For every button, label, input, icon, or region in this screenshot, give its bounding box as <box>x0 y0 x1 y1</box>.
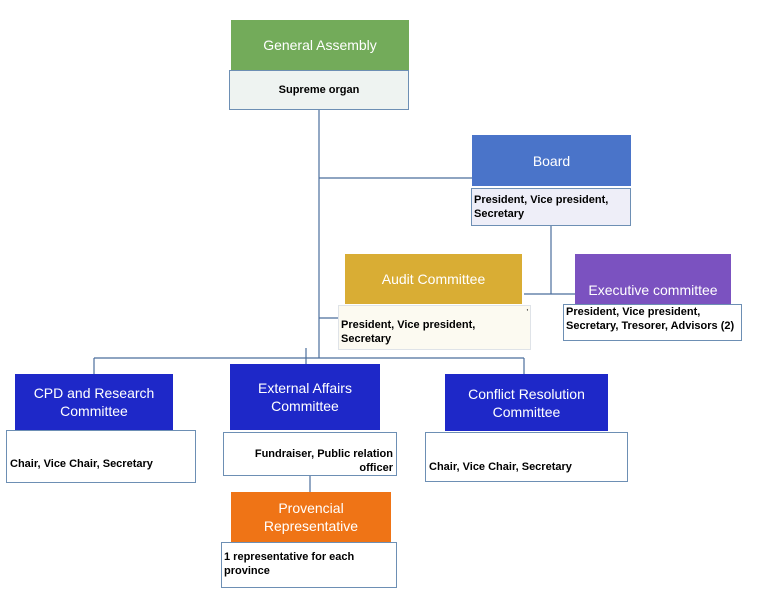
cpd-committee-detail: Chair, Vice Chair, Secretary <box>10 458 153 470</box>
provencial-representative-detail-box: 1 representative for each province <box>221 542 397 588</box>
conflict-resolution-header: Conflict Resolution Committee <box>445 374 608 431</box>
executive-committee-title: Executive committee <box>588 282 718 298</box>
executive-committee-detail: President, Vice president, Secretary, Tr… <box>566 306 735 332</box>
conflict-resolution-detail: Chair, Vice Chair, Secretary <box>429 461 572 473</box>
provencial-representative-title: Provencial Representative <box>263 500 359 534</box>
executive-committee-header: Executive committee <box>575 254 731 304</box>
cpd-committee-detail-box: Chair, Vice Chair, Secretary <box>6 430 196 483</box>
external-affairs-title: External Affairs Committee <box>258 380 352 414</box>
audit-committee-marker: ' <box>526 308 528 317</box>
cpd-committee-title: CPD and Research Committee <box>33 385 155 419</box>
general-assembly-header: General Assembly <box>231 20 409 70</box>
general-assembly-title: General Assembly <box>263 37 377 53</box>
conflict-resolution-title: Conflict Resolution Committee <box>468 385 585 420</box>
external-affairs-detail-box: Fundraiser, Public relation officer <box>223 432 397 476</box>
provencial-representative-header: Provencial Representative <box>231 492 391 542</box>
board-header: Board <box>472 135 631 186</box>
audit-committee-detail-box: President, Vice president, Secretary ' <box>338 305 531 350</box>
audit-committee-header: Audit Committee <box>345 254 522 304</box>
audit-committee-title: Audit Committee <box>381 271 486 287</box>
executive-committee-detail-box: President, Vice president, Secretary, Tr… <box>563 304 742 341</box>
external-affairs-header: External Affairs Committee <box>230 364 380 430</box>
audit-committee-detail: President, Vice president, Secretary <box>341 319 476 345</box>
provencial-representative-detail: 1 representative for each province <box>224 551 355 577</box>
conflict-resolution-detail-box: Chair, Vice Chair, Secretary <box>425 432 628 482</box>
board-detail: President, Vice president, Secretary <box>474 194 609 220</box>
general-assembly-detail-box: Supreme organ <box>229 70 409 110</box>
board-title: Board <box>532 152 571 169</box>
general-assembly-detail: Supreme organ <box>278 84 360 96</box>
external-affairs-detail: Fundraiser, Public relation officer <box>254 448 393 474</box>
board-detail-box: President, Vice president, Secretary <box>471 188 631 226</box>
cpd-committee-header: CPD and Research Committee <box>15 374 173 430</box>
